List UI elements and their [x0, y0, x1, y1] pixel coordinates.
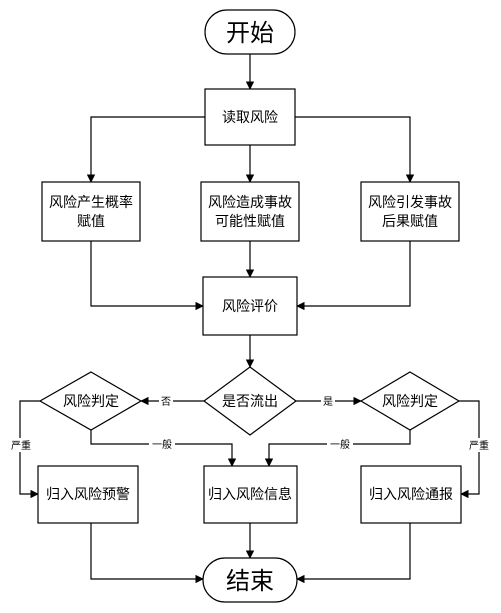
node-prob-assign: 风险产生概率 赋值 [41, 181, 141, 242]
node-outflow-decision: 是否流出 [202, 366, 298, 436]
node-warning-label: 归入风险预警 [46, 486, 130, 503]
edge-read-to-prob [86, 116, 205, 183]
label-severe-left: 严重 [11, 439, 31, 452]
node-info: 归入风险信息 [203, 465, 298, 524]
node-warning: 归入风险预警 [37, 465, 139, 524]
node-judge-left: 风险判定 [38, 371, 143, 431]
node-start-label: 开始 [226, 19, 274, 47]
node-outflow-label: 是否流出 [222, 394, 278, 410]
label-general-right: 一般 [330, 438, 350, 451]
node-consequence-assign: 风险引发事故 后果赋值 [360, 181, 460, 242]
node-report-label: 归入风险通报 [369, 486, 453, 503]
node-judge-right: 风险判定 [359, 371, 461, 431]
node-info-label: 归入风险信息 [208, 486, 292, 503]
label-severe-right: 严重 [469, 439, 489, 452]
node-start: 开始 [204, 9, 296, 55]
edge-consequence-to-evaluate [296, 241, 411, 311]
node-evaluate: 风险评价 [202, 276, 298, 336]
node-prob-line2: 赋值 [77, 214, 105, 230]
node-loss-assign: 风险造成事故 可能性赋值 [200, 181, 300, 242]
edge-prob-to-evaluate [90, 241, 204, 311]
node-read-risk: 读取风险 [204, 88, 296, 146]
node-end-label: 结束 [226, 567, 274, 595]
edge-warning-to-end [90, 523, 204, 584]
edge-labels: 否 是 一般 一般 严重 严重 [8, 394, 492, 452]
node-prob-line1: 风险产生概率 [49, 194, 133, 211]
node-consequence-line2: 后果赋值 [382, 214, 438, 230]
node-judge-left-label: 风险判定 [63, 394, 119, 410]
node-loss-line2: 可能性赋值 [215, 214, 285, 230]
node-judge-right-label: 风险判定 [382, 394, 438, 410]
node-loss-line1: 风险造成事故 [208, 195, 292, 211]
label-general-left: 一般 [152, 438, 172, 451]
label-no: 否 [161, 396, 171, 408]
node-report: 归入风险通报 [360, 465, 462, 524]
edge-report-to-end [296, 523, 411, 584]
node-read-risk-label: 读取风险 [222, 109, 278, 126]
node-evaluate-label: 风险评价 [222, 299, 278, 315]
node-end: 结束 [202, 557, 298, 603]
label-yes: 是 [323, 396, 333, 408]
node-consequence-line1: 风险引发事故 [368, 195, 452, 211]
edge-read-to-consequence [295, 116, 415, 183]
